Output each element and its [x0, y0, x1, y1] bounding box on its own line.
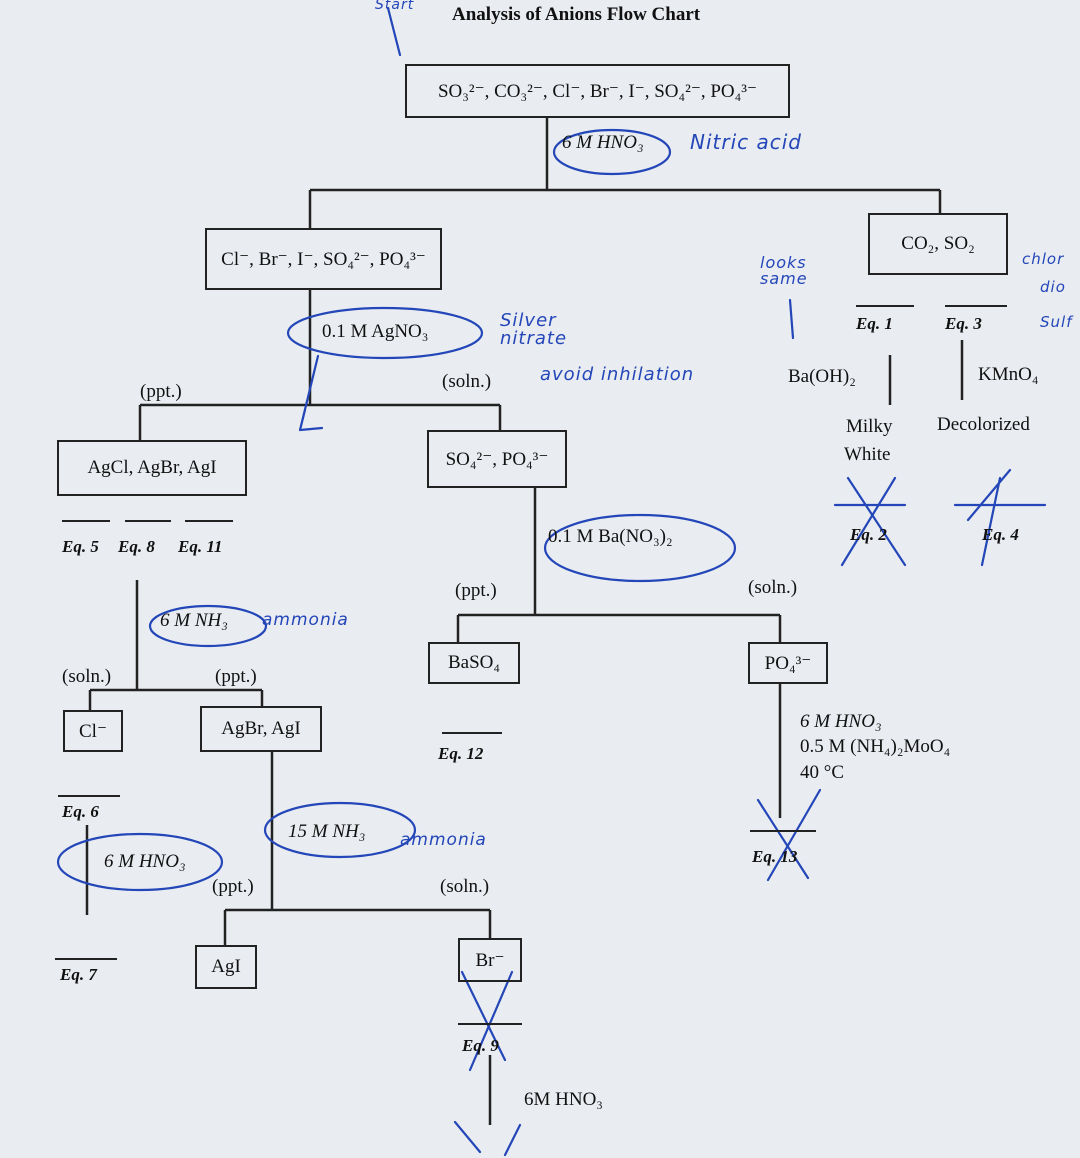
handwritten-avoid-inhalation: avoid inhilation	[540, 364, 695, 385]
box-sulfate-phosphate: SO₄²⁻, PO₄³⁻	[427, 430, 567, 488]
eq13-blank	[750, 830, 816, 832]
handwritten-ammonia-2: ammonia	[400, 830, 487, 850]
handwritten-ammonia-1: ammonia	[262, 610, 349, 630]
eq8-blank	[125, 520, 171, 522]
reagent-hno3-right: 6 M HNO₃	[800, 711, 882, 732]
reagent-ba-no3: 0.1 M Ba(NO₃)₂	[548, 526, 673, 547]
box-po4: PO₄³⁻	[748, 642, 828, 684]
reagent-agno3: 0.1 M AgNO₃	[322, 321, 429, 342]
label-ppt-1: (ppt.)	[140, 381, 182, 402]
eq1-blank	[856, 305, 914, 307]
eq1-label: Eq. 1	[856, 314, 893, 333]
reagent-nh3-15m: 15 M NH₃	[288, 821, 366, 842]
reagent-temp: 40 °C	[800, 762, 845, 783]
eq6-blank	[58, 795, 120, 797]
reagent-hno3-bottom: 6M HNO₃	[524, 1089, 603, 1110]
label-white: White	[844, 444, 891, 465]
label-soln-1: (soln.)	[442, 371, 492, 392]
eq2-label: Eq. 2	[850, 525, 887, 544]
label-ppt-4: (ppt.)	[212, 876, 254, 897]
reagent-hno3-left: 6 M HNO₃	[104, 851, 186, 872]
label-ppt-3: (ppt.)	[215, 666, 257, 687]
eq8-label: Eq. 8	[118, 537, 155, 556]
handwritten-dio: dio	[1040, 278, 1066, 296]
box-bromide: Br⁻	[458, 938, 522, 982]
eq7-label: Eq. 7	[60, 965, 97, 984]
handwritten-start: Start	[375, 0, 415, 13]
box-all-anions: SO₃²⁻, CO₃²⁻, Cl⁻, Br⁻, I⁻, SO₄²⁻, PO₄³⁻	[405, 64, 790, 118]
box-agi: AgI	[195, 945, 257, 989]
box-gases: CO₂, SO₂	[868, 213, 1008, 275]
reagent-hno3-top: 6 M HNO₃	[562, 132, 644, 153]
label-soln-2: (soln.)	[748, 577, 798, 598]
eq12-label: Eq. 12	[438, 744, 484, 763]
handwritten-sulf: Sulf	[1040, 313, 1073, 331]
handwritten-silver-nitrate: Silver nitrate	[500, 310, 568, 349]
eq3-blank	[945, 305, 1007, 307]
label-decolorized: Decolorized	[937, 414, 1030, 435]
eq9-blank	[458, 1023, 522, 1025]
label-ppt-2: (ppt.)	[455, 580, 497, 601]
box-agbr-agi: AgBr, AgI	[200, 706, 322, 752]
eq13-label: Eq. 13	[752, 847, 798, 866]
box-chloride: Cl⁻	[63, 710, 123, 752]
label-milky: Milky	[846, 416, 893, 437]
box-silver-halides: AgCl, AgBr, AgI	[57, 440, 247, 496]
box-halides-group: Cl⁻, Br⁻, I⁻, SO₄²⁻, PO₄³⁻	[205, 228, 442, 290]
reagent-nh3-6m: 6 M NH₃	[160, 610, 228, 631]
eq11-blank	[185, 520, 233, 522]
eq7-blank	[55, 958, 117, 960]
eq12-blank	[442, 732, 502, 734]
reagent-kmno4: KMnO₄	[978, 364, 1039, 385]
eq11-label: Eq. 11	[178, 537, 223, 556]
reagent-baoh2: Ba(OH)₂	[788, 366, 856, 387]
reagent-molybdate: 0.5 M (NH₄)₂MoO₄	[800, 736, 951, 757]
label-soln-3: (soln.)	[62, 666, 112, 687]
eq9-label: Eq. 9	[462, 1036, 499, 1055]
eq6-label: Eq. 6	[62, 802, 99, 821]
chart-title: Analysis of Anions Flow Chart	[452, 4, 701, 25]
handwritten-chlor: chlor	[1022, 250, 1065, 268]
label-soln-4: (soln.)	[440, 876, 490, 897]
handwritten-nitric-acid: Nitric acid	[690, 130, 802, 154]
eq4-label: Eq. 4	[982, 525, 1019, 544]
box-baso4: BaSO₄	[428, 642, 520, 684]
eq5-blank	[62, 520, 110, 522]
eq3-label: Eq. 3	[945, 314, 982, 333]
eq5-label: Eq. 5	[62, 537, 99, 556]
handwritten-looks-same: looks same	[760, 253, 808, 288]
